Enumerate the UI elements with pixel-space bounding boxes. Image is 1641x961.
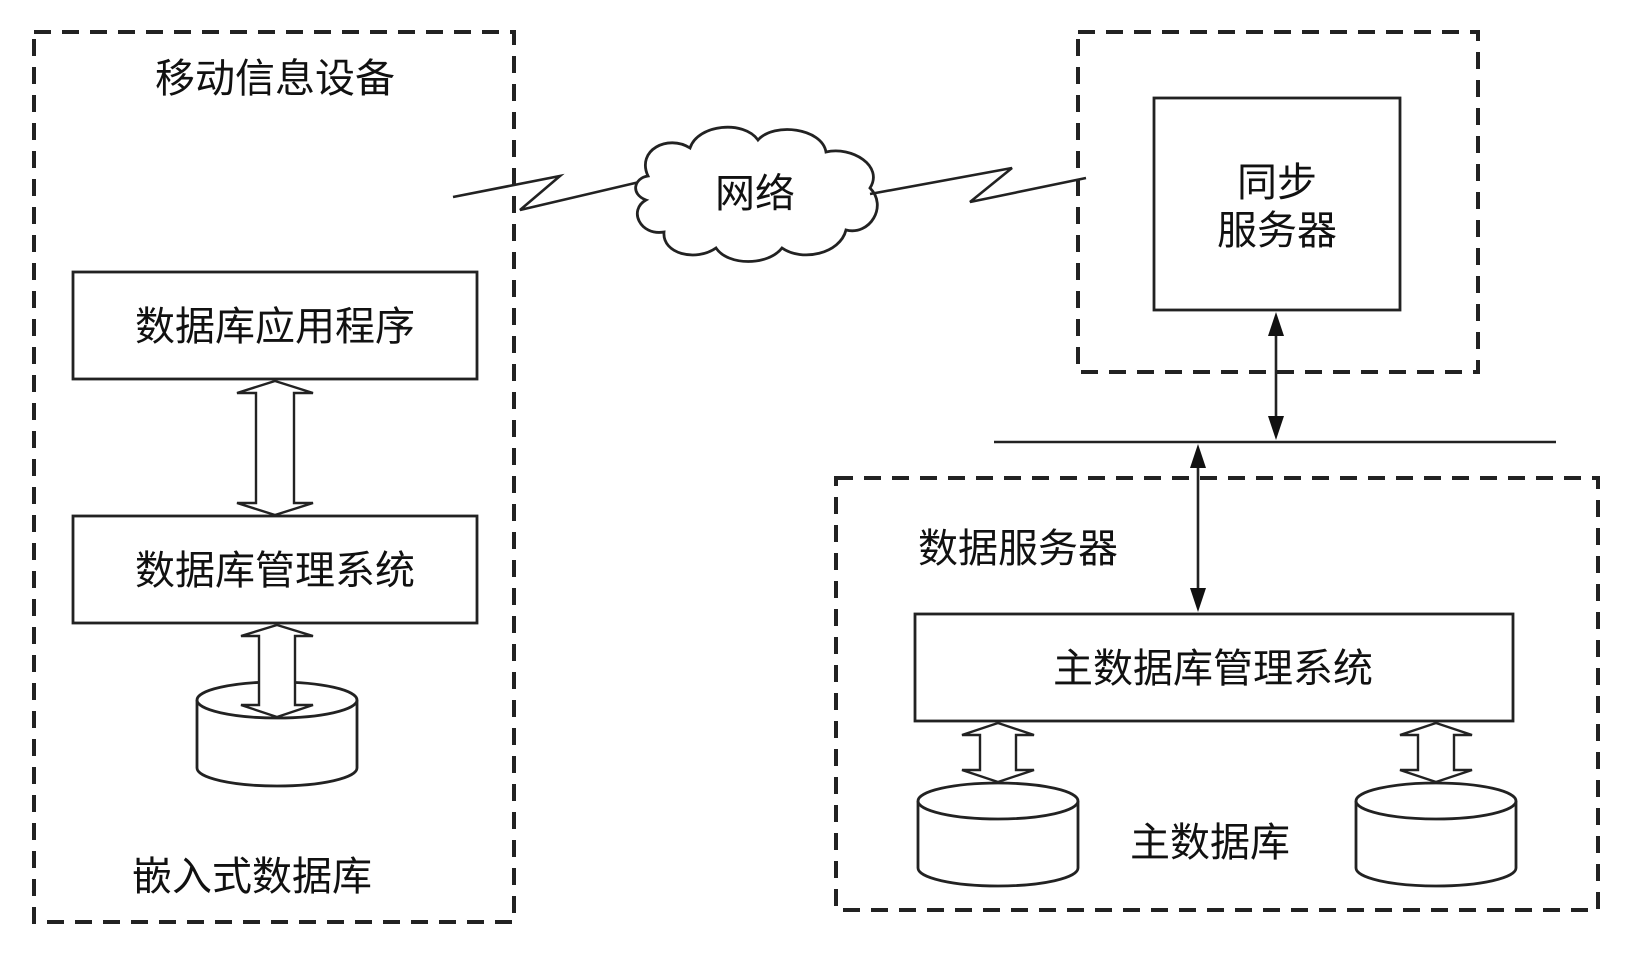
dbms-label: 数据库管理系统 [135, 548, 415, 594]
app-dbms-double-arrow [236, 379, 314, 517]
sync-server-box [1152, 96, 1402, 312]
network-cloud [634, 125, 879, 263]
mobile-device-title: 移动信息设备 [155, 56, 395, 102]
main-database-cylinder-left [916, 781, 1080, 888]
bus-main-dbms-arrow [1190, 444, 1206, 612]
data-server-group [834, 476, 1600, 912]
main-dbms-label: 主数据库管理系统 [1053, 646, 1373, 692]
database-app-box [71, 270, 479, 381]
embedded-database-label: 嵌入式数据库 [132, 854, 372, 900]
dbms-db-double-arrow [240, 623, 314, 719]
network-label: 网络 [715, 171, 795, 217]
sync-server-group [1076, 30, 1480, 374]
main-dbms-box [913, 612, 1515, 723]
data-server-title: 数据服务器 [918, 526, 1118, 572]
main-dbms-db-right-arrow [1399, 721, 1473, 784]
main-database-cylinder-right [1354, 781, 1518, 888]
right-wireless-link [869, 166, 1087, 204]
dbms-box [71, 514, 479, 625]
sync-server-label-line1: 同步 [1237, 160, 1317, 206]
database-app-label: 数据库应用程序 [135, 304, 415, 350]
sync-bus-arrow [1268, 312, 1284, 440]
main-database-label: 主数据库 [1130, 820, 1290, 866]
left-wireless-link [452, 173, 649, 212]
sync-server-label-line2: 服务器 [1217, 208, 1337, 254]
main-dbms-db-left-arrow [961, 721, 1035, 784]
mobile-device-group [32, 30, 516, 924]
